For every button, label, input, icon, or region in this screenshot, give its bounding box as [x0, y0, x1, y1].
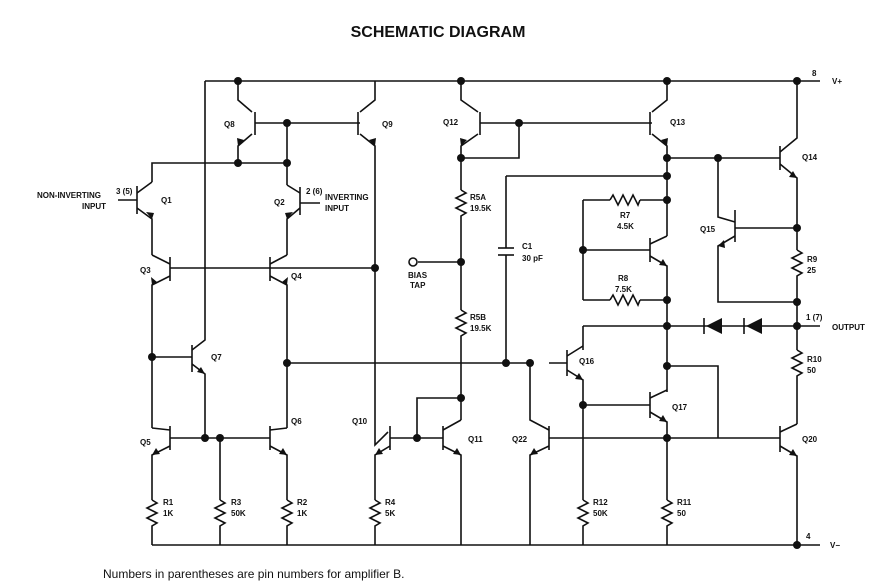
transistor-q10-label: Q10	[352, 417, 368, 426]
resistor-r5a	[454, 189, 468, 218]
resistor-r12-value: 50K	[593, 509, 608, 518]
resistor-r4	[368, 499, 382, 528]
transistor-q13-label: Q13	[670, 118, 686, 127]
capacitor-c1-value: 30 pF	[522, 254, 543, 263]
resistor-r5a-name: R5A	[470, 193, 486, 202]
inv-pin-label: 2 (6)	[306, 187, 323, 196]
transistor-q15-label: Q15	[700, 225, 716, 234]
wires	[118, 80, 820, 546]
resistor-r10-value: 50	[807, 366, 816, 375]
component-labels: 8 V+ 4 V− 1 (7) OUTPUT 3 (5) NON-INVERTI…	[37, 69, 865, 550]
noninv-input-label-2: INPUT	[82, 202, 106, 211]
junction-dots	[148, 77, 801, 549]
transistor-q4-label: Q4	[291, 272, 302, 281]
inv-input-label-1: INVERTING	[325, 193, 369, 202]
diode-2	[746, 318, 762, 334]
resistor-r4-name: R4	[385, 498, 396, 507]
resistor-r5b	[454, 309, 468, 340]
resistor-r5a-value: 19.5K	[470, 204, 492, 213]
transistor-q9-label: Q9	[382, 120, 393, 129]
resistor-r8-name: R8	[618, 274, 629, 283]
resistor-r9	[790, 249, 804, 280]
transistor-q17-label: Q17	[672, 403, 688, 412]
capacitor-c1-name: C1	[522, 242, 533, 251]
resistor-r2-value: 1K	[297, 509, 307, 518]
output-diodes	[703, 318, 762, 334]
transistor-q7-label: Q7	[211, 353, 222, 362]
transistor-q16-label: Q16	[579, 357, 595, 366]
resistor-r11-name: R11	[677, 498, 692, 507]
transistor-q5-label: Q5	[140, 438, 151, 447]
vminus-label: V−	[830, 541, 840, 550]
pin-4-label: 4	[806, 532, 811, 541]
resistor-r7-name: R7	[620, 211, 631, 220]
resistor-r11	[660, 499, 674, 528]
vplus-label: V+	[832, 77, 842, 86]
transistor-q8-label: Q8	[224, 120, 235, 129]
transistor-q2-label: Q2	[274, 198, 285, 207]
transistor-q11-label: Q11	[468, 435, 483, 444]
resistor-r5b-name: R5B	[470, 313, 486, 322]
resistor-r12	[576, 499, 590, 528]
resistor-r4-value: 5K	[385, 509, 395, 518]
transistor-q22-label: Q22	[512, 435, 528, 444]
resistor-r1	[145, 499, 159, 528]
transistor-q14-label: Q14	[802, 153, 818, 162]
resistor-r2-name: R2	[297, 498, 308, 507]
resistor-r8	[609, 293, 641, 307]
inv-input-label-2: INPUT	[325, 204, 349, 213]
bias-tap-terminal	[408, 257, 418, 267]
noninv-pin-label: 3 (5)	[116, 187, 133, 196]
resistor-r3	[213, 499, 227, 528]
resistor-r9-name: R9	[807, 255, 818, 264]
bias-tap-label-1: BIAS	[408, 271, 428, 280]
resistor-r5b-value: 19.5K	[470, 324, 492, 333]
footnote: Numbers in parentheses are pin numbers f…	[103, 567, 405, 581]
diode-1	[706, 318, 722, 334]
resistor-r12-name: R12	[593, 498, 608, 507]
resistors	[145, 189, 804, 528]
resistor-r3-name: R3	[231, 498, 242, 507]
resistor-r7	[609, 193, 641, 207]
transistor-q20-label: Q20	[802, 435, 818, 444]
schematic-title: SCHEMATIC DIAGRAM	[350, 24, 526, 41]
bias-tap-label-2: TAP	[410, 281, 426, 290]
resistor-r9-value: 25	[807, 266, 816, 275]
pin-8-label: 8	[812, 69, 817, 78]
emitter-arrows	[146, 138, 797, 456]
resistor-r1-value: 1K	[163, 509, 173, 518]
resistor-r11-value: 50	[677, 509, 686, 518]
resistor-r7-value: 4.5K	[617, 222, 634, 231]
noninv-input-label-1: NON-INVERTING	[37, 191, 101, 200]
resistor-r1-name: R1	[163, 498, 174, 507]
resistor-r10	[790, 349, 804, 384]
transistor-q3-label: Q3	[140, 266, 151, 275]
resistor-r2	[280, 499, 294, 528]
transistor-q6-label: Q6	[291, 417, 302, 426]
resistor-r8-value: 7.5K	[615, 285, 632, 294]
transistor-q1-label: Q1	[161, 196, 172, 205]
output-label: OUTPUT	[832, 323, 865, 332]
resistor-r10-name: R10	[807, 355, 822, 364]
pin-1-label: 1 (7)	[806, 313, 823, 322]
transistor-q12-label: Q12	[443, 118, 459, 127]
resistor-r3-value: 50K	[231, 509, 246, 518]
